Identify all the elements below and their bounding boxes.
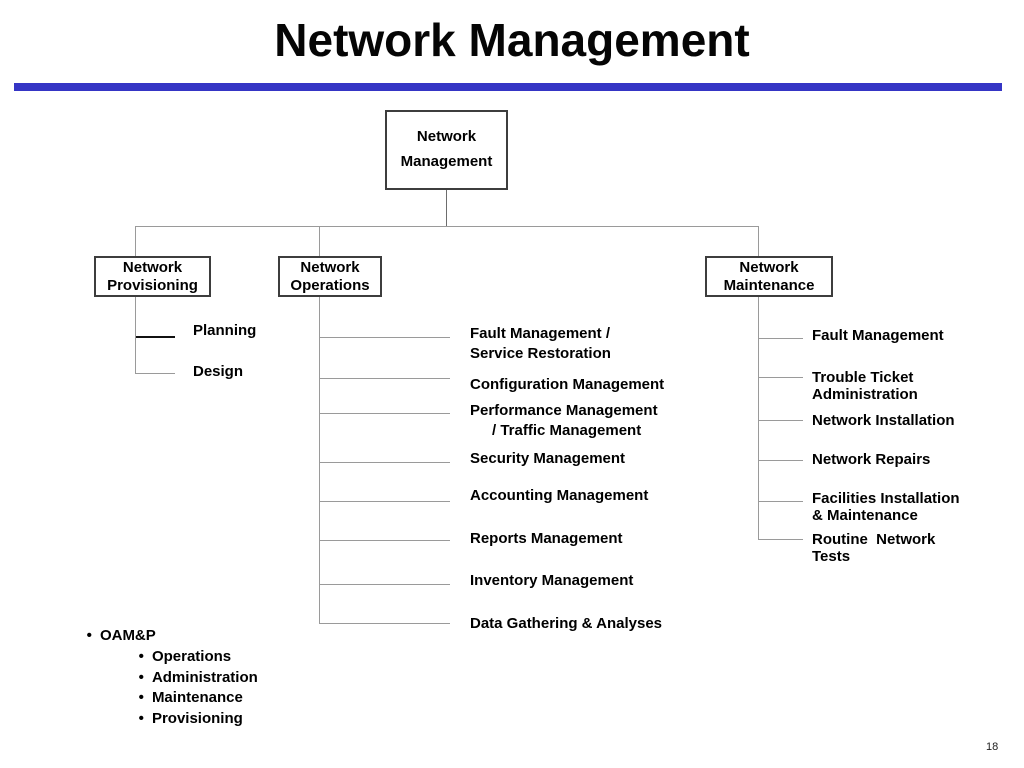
- footnote-sub-provisioning: • Provisioning: [122, 693, 243, 744]
- label-line: Service Restoration: [470, 345, 611, 362]
- tick-maint-fault: [758, 338, 803, 339]
- box-label-line: Network: [416, 128, 477, 145]
- maint-item-trouble-ticket: Trouble Ticket Administration: [812, 369, 918, 403]
- label-line: Fault Management: [812, 327, 944, 344]
- label-line: Inventory Management: [470, 572, 634, 589]
- tick-ops-security: [319, 462, 450, 463]
- title-divider-rule: [14, 83, 1002, 91]
- provisioning-item-planning: Planning: [193, 322, 256, 340]
- tick-maint-trouble-ticket: [758, 377, 803, 378]
- tick-design: [135, 373, 175, 374]
- tick-ops-data-gathering: [319, 623, 450, 624]
- box-label-line: Maintenance: [723, 277, 815, 294]
- bullet-icon: •: [86, 627, 92, 644]
- connector-maintenance-spine: [758, 297, 759, 540]
- tick-planning: [136, 336, 175, 338]
- label-line: Planning: [193, 322, 257, 339]
- label-line: Design: [193, 363, 244, 380]
- label-line: Performance Management: [470, 402, 658, 419]
- label-line: & Maintenance: [812, 507, 918, 524]
- connector-main-horizontal: [135, 226, 759, 227]
- label-line: / Traffic Management: [492, 422, 642, 439]
- ops-item-data-gathering: Data Gathering & Analyses: [470, 614, 662, 634]
- footnote-sub-administration: • Administration: [122, 652, 258, 703]
- page-title: Network Management: [274, 14, 750, 66]
- label-line: Configuration Management: [470, 376, 665, 393]
- ops-item-security-management: Security Management: [470, 449, 625, 469]
- bullet-icon: •: [138, 710, 144, 727]
- tick-maint-installation: [758, 420, 803, 421]
- tick-ops-configuration: [319, 378, 450, 379]
- tick-ops-inventory: [319, 584, 450, 585]
- label-line: Reports Management: [470, 530, 623, 547]
- ops-item-accounting-management: Accounting Management: [470, 486, 648, 506]
- label-line: Security Management: [470, 450, 626, 467]
- bullet-icon: •: [138, 689, 144, 706]
- tick-ops-fault: [319, 337, 450, 338]
- label-line: Fault Management /: [470, 325, 611, 342]
- provisioning-item-design: Design: [193, 363, 243, 381]
- label-line: Data Gathering & Analyses: [470, 615, 663, 632]
- connector-operations-spine: [319, 297, 320, 624]
- tick-maint-repairs: [758, 460, 803, 461]
- page-number: 18: [986, 741, 999, 753]
- ops-item-fault-management: Fault Management / Service Restoration: [470, 324, 611, 364]
- box-label-line: Operations: [290, 277, 370, 294]
- tick-ops-reports: [319, 540, 450, 541]
- label-line: Administration: [812, 386, 918, 403]
- tick-maint-facilities: [758, 501, 803, 502]
- box-network-provisioning: Network Provisioning: [94, 256, 211, 297]
- box-network-management: Network Management: [385, 110, 508, 190]
- maint-item-routine-network-tests: Routine Network Tests: [812, 531, 935, 565]
- footnote-sub-label: Administration: [151, 669, 258, 686]
- tick-ops-performance: [319, 413, 450, 414]
- maint-item-network-repairs: Network Repairs: [812, 451, 930, 468]
- footnote-sub-maintenance: • Maintenance: [122, 672, 243, 723]
- box-network-maintenance: Network Maintenance: [705, 256, 833, 297]
- ops-item-configuration-management: Configuration Management: [470, 375, 664, 395]
- tick-maint-routine-tests: [758, 539, 803, 540]
- label-line: Accounting Management: [470, 487, 649, 504]
- box-label-line: Network: [300, 259, 360, 276]
- ops-item-performance-management: Performance Management / Traffic Managem…: [470, 401, 658, 441]
- label-line: Tests: [812, 548, 851, 565]
- maint-item-facilities-installation: Facilities Installation & Maintenance: [812, 490, 960, 524]
- maint-item-fault-management: Fault Management: [812, 327, 944, 344]
- bullet-icon: •: [138, 669, 144, 686]
- footnote-sub-label: Maintenance: [151, 689, 243, 706]
- footnote-sub-label: Provisioning: [151, 710, 243, 727]
- label-line: Routine Network: [812, 531, 936, 548]
- connector-root-drop: [446, 190, 447, 226]
- connector-provisioning-spine: [135, 297, 136, 374]
- maint-item-network-installation: Network Installation: [812, 412, 955, 429]
- label-line: Network Repairs: [812, 451, 931, 468]
- bullet-icon: •: [138, 648, 144, 665]
- connector-maintenance-drop: [758, 226, 759, 256]
- label-line: Network Installation: [812, 412, 955, 429]
- box-label-line: Network: [739, 259, 799, 276]
- ops-item-reports-management: Reports Management: [470, 529, 623, 549]
- ops-item-inventory-management: Inventory Management: [470, 571, 633, 591]
- footnote-oamp-label: OAM&P: [99, 627, 156, 644]
- footnote-oamp: • OAM&P: [70, 610, 156, 661]
- tick-ops-accounting: [319, 501, 450, 502]
- box-network-operations: Network Operations: [278, 256, 382, 297]
- footnote-sub-operations: • Operations: [122, 631, 231, 682]
- box-label-line: Management: [400, 153, 493, 170]
- footnote-sub-label: Operations: [151, 648, 232, 665]
- connector-provisioning-drop: [135, 226, 136, 256]
- label-line: Trouble Ticket: [812, 369, 914, 386]
- box-label-line: Network: [122, 259, 183, 276]
- box-label-line: Provisioning: [107, 277, 198, 294]
- connector-operations-drop: [319, 226, 320, 256]
- label-line: Facilities Installation: [812, 490, 960, 507]
